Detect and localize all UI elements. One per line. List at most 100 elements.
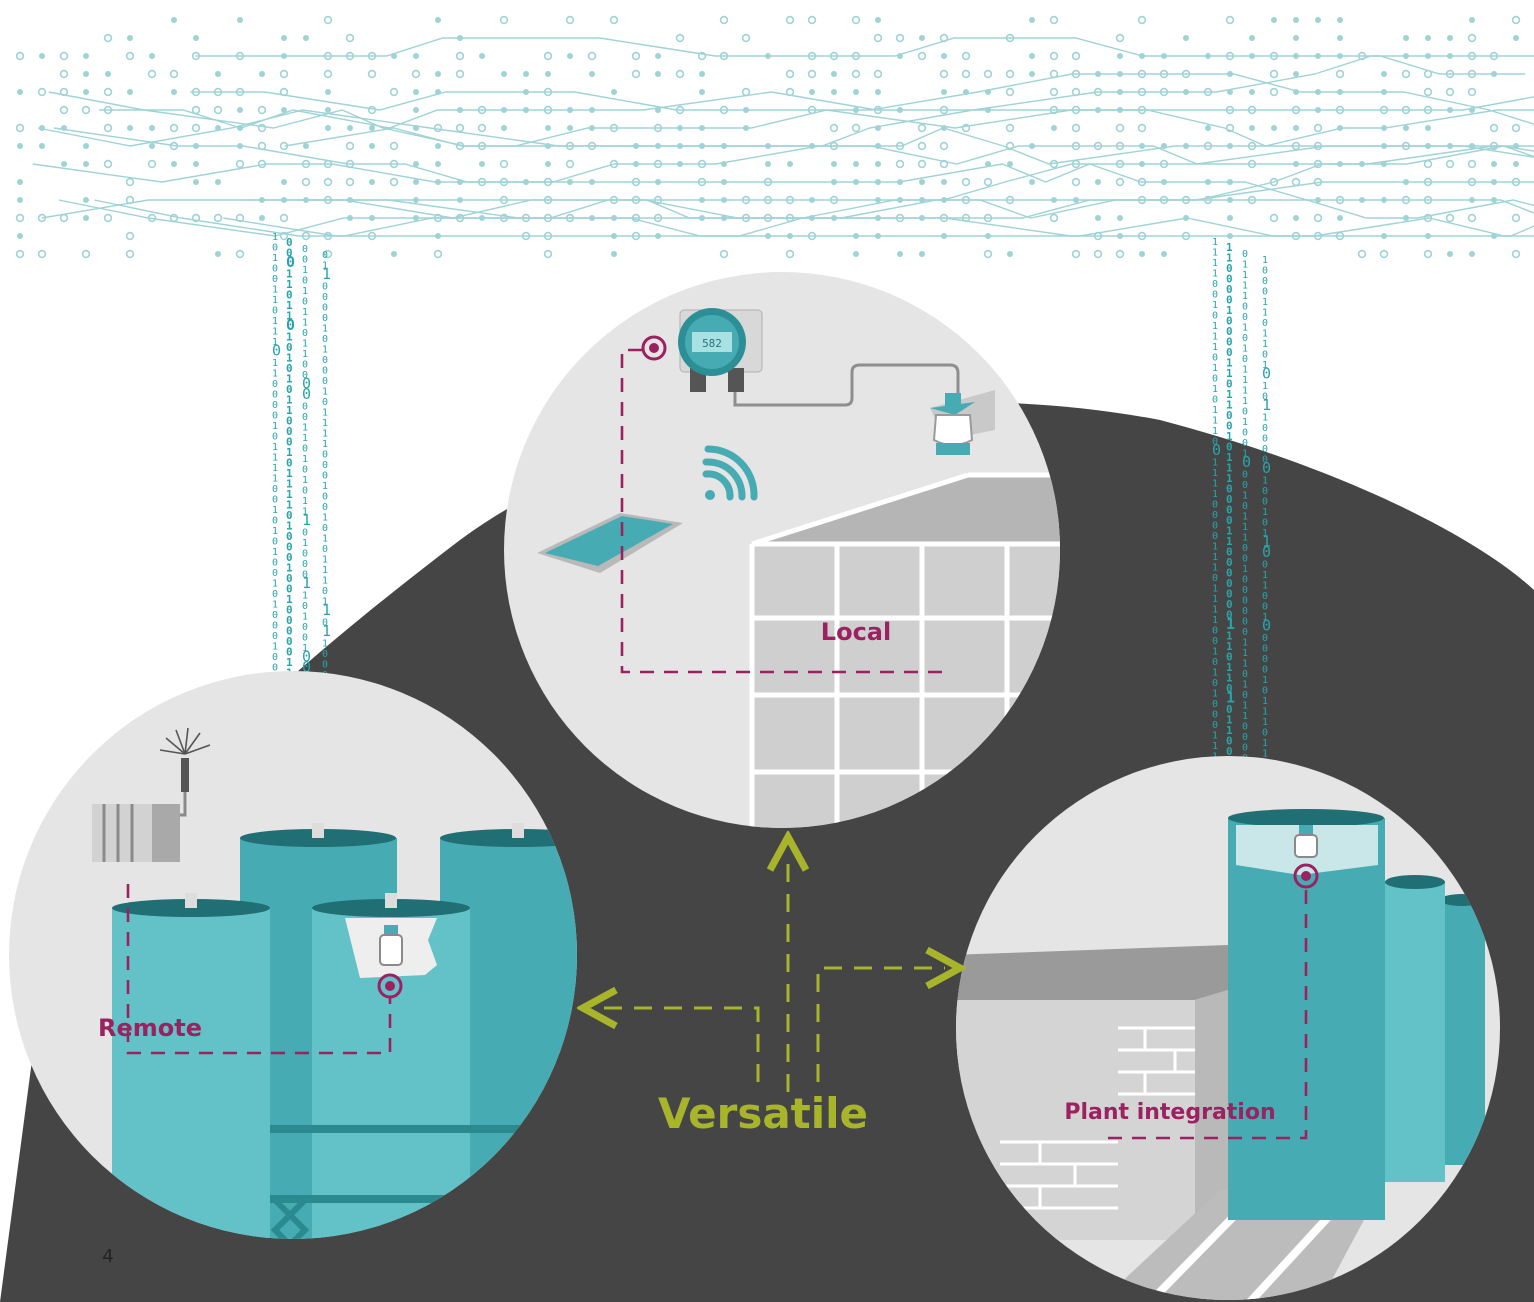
circuit-node	[59, 105, 69, 115]
circuit-node	[522, 71, 529, 78]
circuit-node	[368, 125, 375, 132]
circuit-node	[785, 249, 795, 259]
circuit-node	[149, 125, 156, 132]
circuit-node	[873, 69, 883, 79]
binary-digit: 0	[322, 313, 328, 324]
circuit-node	[1271, 16, 1278, 23]
versatile-arrows	[598, 852, 945, 1092]
binary-digit: 0	[1262, 276, 1268, 287]
circuit-node	[477, 123, 487, 133]
circuit-node	[147, 159, 157, 169]
circuit-node	[1095, 179, 1102, 186]
binary-digit: 1	[1262, 339, 1268, 350]
circuit-node	[125, 249, 135, 259]
binary-digit: 0	[1242, 617, 1248, 628]
circuit-node	[565, 15, 575, 25]
binary-digit: 1	[1262, 507, 1268, 518]
circuit-node	[258, 71, 265, 78]
binary-digit: 1	[302, 423, 308, 434]
binary-digit: 0	[1226, 294, 1233, 307]
circuit-node	[235, 249, 245, 259]
binary-digit: 1	[1212, 458, 1218, 469]
circuit-node	[1445, 213, 1455, 223]
binary-digit: 0	[322, 250, 328, 261]
binary-digit: 1	[1262, 528, 1268, 539]
binary-digit: 1	[1242, 564, 1248, 575]
binary-digit: 0	[1262, 423, 1268, 434]
circuit-node	[412, 89, 419, 96]
circuit-node	[1117, 215, 1124, 222]
circuit-node	[1425, 125, 1432, 132]
binary-digit: 1	[302, 475, 308, 486]
binary-digit: 1	[1212, 552, 1218, 563]
circuit-node	[59, 51, 69, 61]
circuit-node	[127, 34, 134, 41]
circuit-node	[1029, 179, 1036, 186]
circuit-node	[961, 123, 971, 133]
binary-digit: 0	[1212, 374, 1218, 385]
binary-digit: 0	[1262, 497, 1268, 508]
binary-digit: 1	[302, 574, 311, 592]
binary-digit: 1	[322, 408, 328, 419]
circuit-node	[1249, 125, 1256, 132]
circuit-node	[1423, 159, 1433, 169]
binary-digit: 1	[272, 547, 278, 558]
smartphone-icon	[537, 513, 683, 573]
binary-digit: 0	[272, 274, 278, 285]
binary-digit: 0	[1262, 654, 1268, 665]
circuit-node	[280, 34, 287, 41]
binary-digit: 1	[1212, 384, 1218, 395]
circuit-node	[1269, 87, 1279, 97]
binary-digit: 1	[302, 339, 308, 350]
circuit-node	[587, 51, 597, 61]
binary-digit: 0	[1226, 609, 1233, 622]
circuit-node	[302, 143, 309, 150]
circuit-node	[1271, 125, 1278, 132]
circuit-node	[1467, 87, 1477, 97]
binary-digit: 0	[322, 450, 328, 461]
circuit-node	[786, 161, 793, 168]
binary-digit: 1	[286, 446, 293, 459]
circuit-node	[654, 71, 661, 78]
binary-digit: 0	[1242, 585, 1248, 596]
circuit-node	[1049, 51, 1059, 61]
circuit-node	[412, 179, 419, 186]
circuit-node	[1071, 177, 1081, 187]
circuit-node	[588, 71, 595, 78]
binary-digit: 1	[1212, 426, 1218, 437]
binary-digit: 0	[1226, 745, 1233, 758]
circuit-node	[1269, 177, 1279, 187]
binary-digit: 1	[1242, 449, 1248, 460]
circuit-node	[83, 215, 90, 222]
remote-circle: Remote	[9, 671, 577, 1239]
binary-digit: 1	[286, 656, 293, 669]
binary-digit: 1	[1262, 255, 1268, 266]
circuit-node	[1005, 141, 1015, 151]
circuit-node	[478, 52, 485, 59]
binary-digit: 1	[272, 358, 278, 369]
circuit-node	[83, 143, 90, 150]
binary-digit: 0	[1226, 703, 1233, 716]
binary-digit: 1	[1242, 711, 1248, 722]
circuit-node	[16, 143, 23, 150]
binary-digit: 1	[1262, 696, 1268, 707]
circuit-node	[1403, 34, 1410, 41]
circuit-node	[15, 249, 25, 259]
circuit-node	[301, 177, 311, 187]
binary-digit: 0	[1242, 690, 1248, 701]
circuit-node	[1511, 249, 1521, 259]
circuit-node	[215, 71, 222, 78]
circuit-node	[455, 51, 465, 61]
ultrasonic-sensor	[930, 390, 995, 455]
circuit-node	[1161, 251, 1168, 258]
circuit-node	[83, 71, 90, 78]
binary-digit: 0	[1226, 735, 1233, 748]
binary-digit: 0	[1212, 678, 1218, 689]
binary-digit: 0	[1262, 591, 1268, 602]
binary-digit: 0	[272, 610, 278, 621]
binary-digit: 1	[1212, 489, 1218, 500]
binary-digit: 0	[302, 255, 308, 266]
binary-digit: 1	[1242, 638, 1248, 649]
circuit-node	[675, 33, 685, 43]
binary-digit: 1	[322, 261, 328, 272]
